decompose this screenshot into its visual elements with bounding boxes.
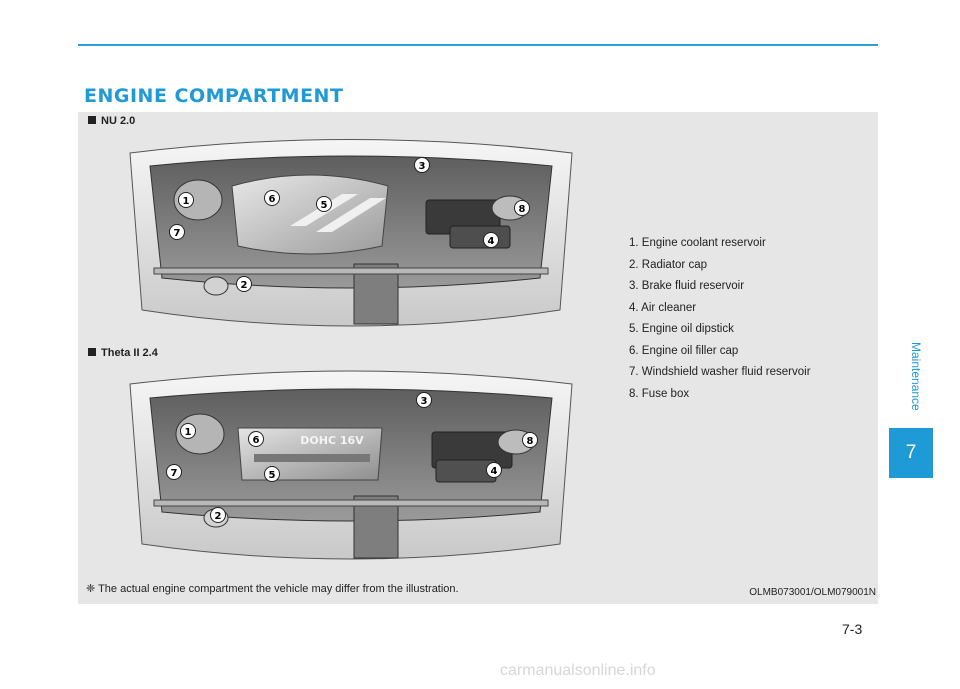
legend-item: 4. Air cleaner [629, 301, 697, 314]
svg-text:2: 2 [215, 511, 222, 522]
callout-3: 3 [416, 392, 432, 408]
callout-2: 2 [236, 276, 252, 292]
callout-5: 5 [264, 466, 280, 482]
svg-text:5: 5 [321, 200, 328, 211]
section-label-nu: NU 2.0 [88, 115, 135, 127]
legend-item: 8. Fuse box [629, 387, 690, 400]
image-code: OLMB073001/OLM079001N [749, 587, 876, 598]
footnote: ❈ The actual engine compartment the vehi… [86, 583, 459, 595]
square-bullet-icon [88, 116, 96, 124]
legend-item: 5. Engine oil dipstick [629, 323, 734, 335]
svg-text:6: 6 [269, 194, 276, 205]
callout-6: 6 [264, 190, 280, 206]
callout-8: 8 [514, 200, 530, 216]
svg-text:6: 6 [253, 435, 260, 446]
section-label-theta: Theta II 2.4 [88, 347, 158, 359]
callout-6: 6 [248, 431, 264, 447]
callout-5: 5 [316, 196, 332, 212]
callout-7: 7 [169, 224, 185, 240]
legend-item: 7. Windshield washer fluid reservoir [629, 366, 811, 378]
callout-1: 1 [178, 192, 194, 208]
engine-cover-text: DOHC 16V [300, 434, 364, 447]
callout-8: 8 [522, 432, 538, 448]
callout-3: 3 [414, 157, 430, 173]
legend-item: 6. Engine oil filler cap [629, 344, 739, 357]
chapter-tab: 7 [889, 428, 933, 478]
watermark: carmanualsonline.info [500, 662, 656, 679]
legend-item: 1. Engine coolant reservoir [629, 237, 766, 249]
callout-7: 7 [166, 464, 182, 480]
chapter-label: Maintenance [909, 342, 923, 411]
svg-text:2: 2 [241, 280, 248, 291]
svg-text:7: 7 [171, 468, 178, 479]
svg-text:1: 1 [183, 196, 190, 207]
svg-text:4: 4 [491, 466, 498, 477]
square-bullet-icon [88, 348, 96, 356]
svg-text:7: 7 [174, 228, 181, 239]
legend-item: 2. Radiator cap [629, 258, 707, 271]
page-title: ENGINE COMPARTMENT [84, 85, 344, 107]
callout-4: 4 [483, 232, 499, 248]
svg-text:1: 1 [185, 427, 192, 438]
engine-illustration-nu: 1 6 5 3 8 7 4 2 [129, 139, 573, 327]
svg-text:3: 3 [419, 161, 426, 172]
top-rule [78, 44, 878, 46]
svg-text:3: 3 [421, 396, 428, 407]
engine-illustration-theta: DOHC 16V 1 6 3 8 7 5 4 2 [129, 370, 573, 560]
legend-item: 3. Brake fluid reservoir [629, 280, 745, 292]
svg-text:4: 4 [488, 236, 495, 247]
callout-2: 2 [210, 507, 226, 523]
callout-1: 1 [180, 423, 196, 439]
component-legend: 1. Engine coolant reservoir 2. Radiator … [629, 233, 859, 405]
callout-4: 4 [486, 462, 502, 478]
svg-text:8: 8 [519, 204, 526, 215]
page-number: 7-3 [842, 621, 863, 637]
svg-text:5: 5 [269, 470, 276, 481]
svg-text:8: 8 [527, 436, 534, 447]
